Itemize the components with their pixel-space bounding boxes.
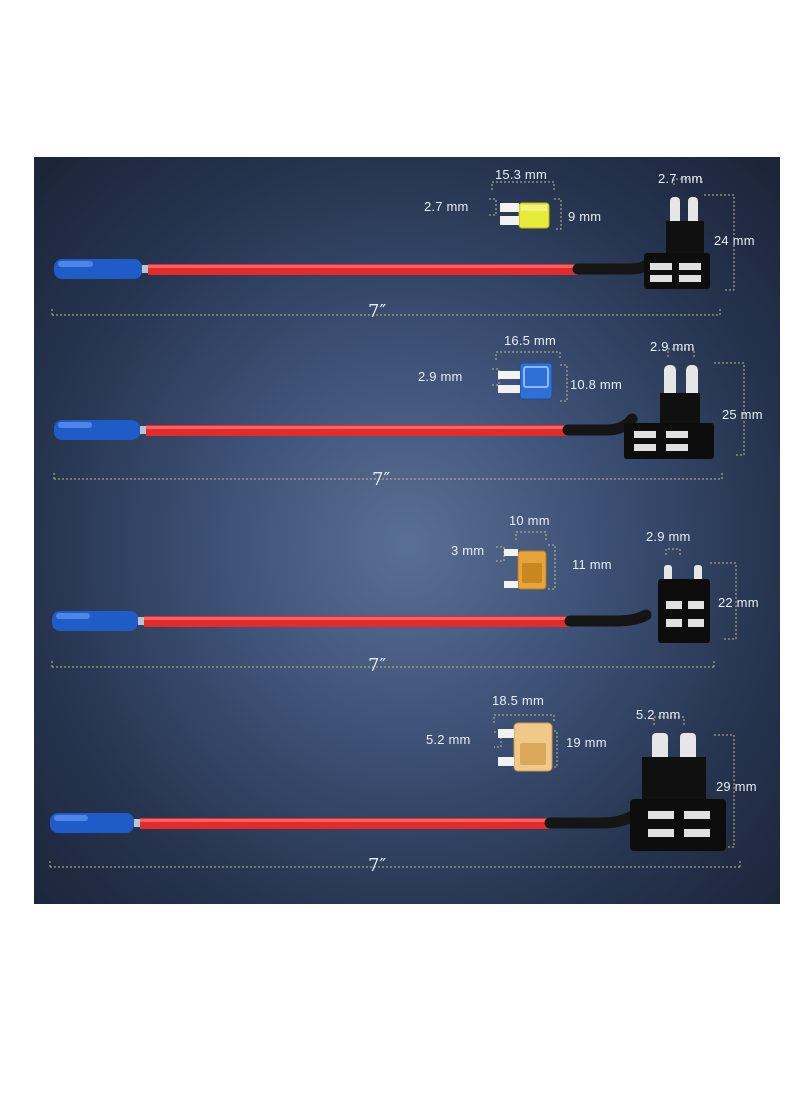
fuse-pin-label: 3 mm [451,543,485,558]
fuse-tap-kit-3: 10 mm 3 mm 11 mm 2.9 mm 22 mm 7″ [34,507,780,677]
red-wire [140,818,550,829]
holder-pin-label: 2.9 mm [650,339,695,354]
wire-length-label: 7″ [368,855,387,876]
fuse-tap-kit-1-drawing [51,178,735,316]
holder-height-label: 22 mm [718,595,759,610]
red-wire [146,425,568,436]
fuse-holder-icon [624,365,714,459]
fuse-tap-kit-4-drawing [49,714,741,868]
fuse-icon [498,362,553,400]
fuse-holder-icon [644,197,710,289]
holder-pin-label: 2.9 mm [646,529,691,544]
fuse-width-label: 18.5 mm [492,693,544,708]
fuse-width-label: 16.5 mm [504,333,556,348]
fuse-width-label: 15.3 mm [495,167,547,182]
fuse-height-label: 10.8 mm [570,377,622,392]
fuse-height-label: 11 mm [572,557,612,572]
fuse-height-label: 9 mm [568,209,602,224]
holder-pin-label: 2.7 mm [658,171,703,186]
fuse-tap-kit-1: 15.3 mm 2.7 mm 9 mm 2.7 mm 24 mm 7″ [34,157,780,327]
fuse-pin-label: 5.2 mm [426,732,471,747]
fuse-icon [498,722,553,772]
red-wire [144,616,570,627]
fuse-tap-kit-3-drawing [51,531,737,668]
product-photo-panel: 15.3 mm 2.7 mm 9 mm 2.7 mm 24 mm 7″ [34,157,780,904]
holder-pin-label: 5.2 mm [636,707,681,722]
wire-length-label: 7″ [368,655,387,676]
wire-length-label: 7″ [368,301,387,322]
fuse-icon [504,549,547,590]
holder-height-label: 25 mm [722,407,763,422]
fuse-tap-kit-2: 16.5 mm 2.9 mm 10.8 mm 2.9 mm 25 mm 7″ [34,327,780,497]
fuse-height-label: 19 mm [566,735,607,750]
holder-height-label: 29 mm [716,779,757,794]
fuse-holder-icon [630,733,726,851]
fuse-pin-label: 2.7 mm [424,199,469,214]
red-wire [148,264,578,275]
fuse-width-label: 10 mm [509,513,550,528]
fuse-tap-kit-2-drawing [53,348,745,480]
fuse-icon [500,202,550,229]
fuse-pin-label: 2.9 mm [418,369,463,384]
fuse-holder-icon [658,565,710,643]
holder-height-label: 24 mm [714,233,755,248]
fuse-tap-kit-4: 18.5 mm 5.2 mm 19 mm 5.2 mm 29 mm 7″ [34,687,780,904]
wire-length-label: 7″ [372,469,391,490]
